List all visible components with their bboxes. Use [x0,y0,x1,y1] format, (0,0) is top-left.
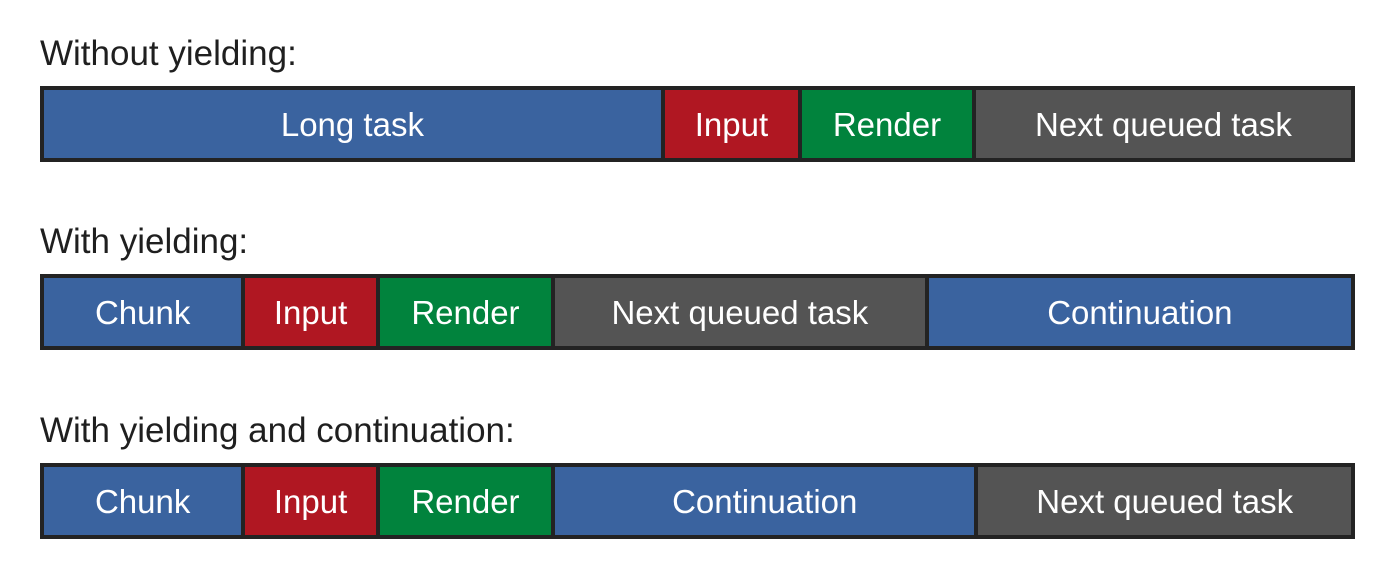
segment-label: Continuation [1047,293,1233,331]
segment-label: Next queued task [1035,105,1292,143]
timeline-bar-without-yielding: Long task Input Render Next queued task [40,86,1355,162]
segment-chunk[interactable]: Chunk [44,467,246,535]
segment-next-queued-task[interactable]: Next queued task [978,467,1351,535]
segment-label: Input [694,105,769,143]
segment-continuation[interactable]: Continuation [928,278,1351,346]
segment-label: Long task [280,105,424,143]
segment-next-queued-task[interactable]: Next queued task [975,90,1351,158]
segment-label: Render [832,105,942,143]
segment-label: Chunk [94,293,191,331]
segment-input[interactable]: Input [245,278,380,346]
row-label-with-yielding: With yielding: [40,222,249,261]
segment-render[interactable]: Render [379,278,555,346]
segment-render[interactable]: Render [802,90,976,158]
segment-label: Next queued task [1036,482,1294,520]
row-label-container: With yielding: [40,222,1355,274]
row-label-without-yielding: Without yielding: [40,34,297,73]
timeline-row-with-yielding-and-continuation: With yielding and continuation: Chunk In… [40,411,1355,539]
segment-next-queued-task[interactable]: Next queued task [555,278,929,346]
segment-label: Render [411,293,520,331]
segment-input[interactable]: Input [664,90,803,158]
segment-label: Input [273,293,348,331]
segment-continuation[interactable]: Continuation [555,467,979,535]
row-label-container: Without yielding: [40,34,1355,86]
timeline-bar-with-yielding: Chunk Input Render Next queued task Cont… [40,274,1355,350]
timeline-bar-with-yielding-and-continuation: Chunk Input Render Continuation Next que… [40,463,1355,539]
timeline-row-without-yielding: Without yielding: Long task Input Render… [40,34,1355,162]
segment-long-task[interactable]: Long task [44,90,665,158]
segment-label: Input [273,482,348,520]
timeline-row-with-yielding: With yielding: Chunk Input Render Next q… [40,222,1355,350]
segment-input[interactable]: Input [245,467,380,535]
segment-chunk[interactable]: Chunk [44,278,246,346]
segment-label: Continuation [672,482,858,520]
row-label-container: With yielding and continuation: [40,411,1355,463]
row-label-with-yielding-and-continuation: With yielding and continuation: [40,411,515,450]
segment-render[interactable]: Render [379,467,555,535]
segment-label: Chunk [94,482,191,520]
segment-label: Render [411,482,520,520]
segment-label: Next queued task [611,293,869,331]
